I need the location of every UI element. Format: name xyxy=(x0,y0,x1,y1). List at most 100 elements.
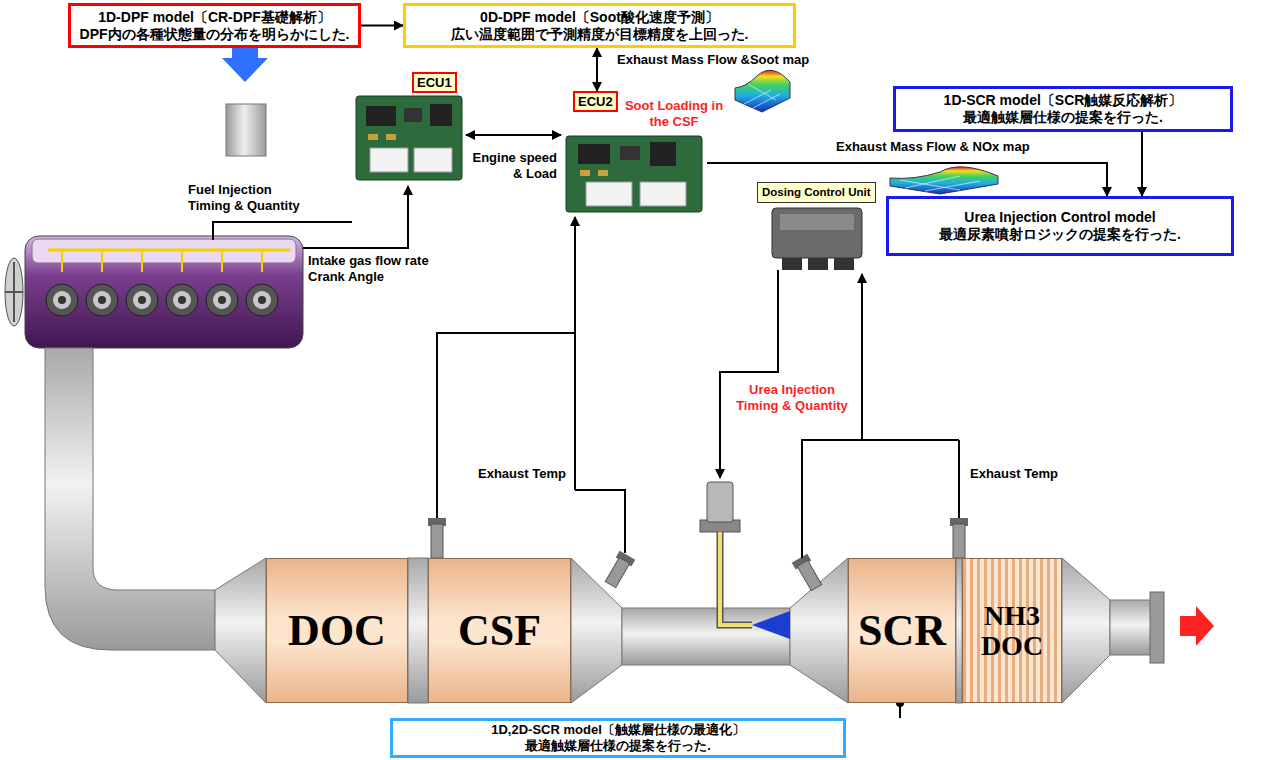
signal-wire-part xyxy=(213,222,352,240)
node-title: 1D-DPF model〔CR-DPF基礎解析〕 xyxy=(98,9,331,26)
node-title: NH3 DOC xyxy=(966,601,1058,661)
node-text: 広い温度範囲で予測精度が目標精度を上回った. xyxy=(451,26,749,43)
map-label: Exhaust Mass Flow &Soot map xyxy=(617,52,809,68)
engine-part xyxy=(173,291,191,309)
node-text: 最適尿素噴射ロジックの提案を行った. xyxy=(939,226,1181,243)
nox-map-part xyxy=(890,167,998,194)
dosing-unit-housing-part xyxy=(772,208,862,258)
signal-wire-part xyxy=(958,440,960,518)
dosing-unit-housing-part xyxy=(782,258,802,270)
node-text: 最適触媒層仕様の提案を行った. xyxy=(525,738,711,754)
connector-arrow xyxy=(466,134,561,136)
node-text: 最適触媒層仕様の提案を行った. xyxy=(963,109,1163,126)
node-title: CSF xyxy=(458,607,541,655)
ecu-board-part xyxy=(370,148,408,172)
ecu-board-part xyxy=(580,170,590,176)
engine-fan xyxy=(5,258,23,326)
exhaust-pipe-part xyxy=(622,608,790,665)
ecu-board-part xyxy=(404,108,422,122)
ecu-unit: ECU1 xyxy=(352,72,466,184)
intake-pipe xyxy=(226,104,266,156)
model-box: 1D,2D-SCR model〔触媒層仕様の最適化〕最適触媒層仕様の提案を行った… xyxy=(390,718,846,758)
intake-pipe-part xyxy=(226,104,266,156)
signal-label: Engine speed & Load xyxy=(469,150,557,182)
ecu-board-part xyxy=(650,142,676,166)
exhaust-pipe-part xyxy=(1062,558,1110,703)
node-title: Urea Injection Control model xyxy=(964,209,1155,226)
engine-part xyxy=(93,291,111,309)
exhaust-pipe-part xyxy=(215,558,266,703)
node-title: ECU2 xyxy=(573,91,618,112)
node-title: ECU1 xyxy=(412,72,457,93)
engine-part xyxy=(53,291,71,309)
engine xyxy=(25,236,303,348)
exhaust-pipe-part xyxy=(790,558,848,703)
catalyst-brick: SCR xyxy=(848,558,956,703)
engine-part xyxy=(62,250,262,272)
exhaust-pipe-part xyxy=(1110,600,1152,655)
signal-wire-part xyxy=(303,186,408,248)
catalyst-brick: NH3 DOC xyxy=(962,558,1062,703)
engine-part xyxy=(48,249,290,252)
engine-fan-part xyxy=(5,262,23,322)
signal-wire-part xyxy=(720,270,778,478)
engine-part xyxy=(25,236,303,348)
nox-map-part xyxy=(900,176,980,191)
engine-part xyxy=(138,296,146,304)
soot-map xyxy=(735,70,790,112)
ecu-board-part xyxy=(598,170,608,176)
engine-part xyxy=(58,296,66,304)
signal-wire-part xyxy=(861,274,863,440)
catalyst-brick: CSF xyxy=(428,558,571,703)
engine-part xyxy=(86,284,118,316)
dosing-unit-housing-part xyxy=(808,258,828,270)
soot-map-part xyxy=(744,84,780,108)
engine-part xyxy=(213,291,231,309)
engine-part xyxy=(178,296,186,304)
dosing-unit: Dosing Control Unit xyxy=(757,182,870,274)
ecu-board-part xyxy=(640,182,686,206)
exhaust-outlet-arrow-part xyxy=(1180,606,1214,646)
signal-label: Fuel Injection Timing & Quantity xyxy=(188,182,314,214)
connector-arrow xyxy=(361,25,403,27)
ecu-board-part xyxy=(356,96,462,180)
connector-arrow xyxy=(1141,132,1143,196)
ecu-board-part xyxy=(414,148,452,172)
engine-part xyxy=(133,291,151,309)
engine-part xyxy=(126,284,158,316)
dosing-unit-housing-part xyxy=(834,258,854,270)
engine-part xyxy=(206,284,238,316)
dosing-unit-housing-part xyxy=(780,214,854,230)
signal-wire xyxy=(213,186,959,558)
engine-part xyxy=(258,296,266,304)
signal-wire-part xyxy=(575,490,625,553)
engine-part xyxy=(32,239,296,263)
node-title: SCR xyxy=(858,607,946,655)
model-box: 0D-DPF model〔Soot酸化速度予測〕広い温度範囲で予測精度が目標精度… xyxy=(403,3,796,48)
engine-part xyxy=(253,291,271,309)
soot-map-part xyxy=(735,70,790,112)
signal-wire-part xyxy=(574,217,576,490)
exhaust-pipe-part xyxy=(45,348,215,650)
connector-arrow xyxy=(596,48,598,91)
exhaust-pipe-part xyxy=(1150,592,1164,663)
ecu-board-part xyxy=(368,134,378,140)
temperature-sensor xyxy=(603,551,636,589)
ecu-board xyxy=(356,96,462,180)
temperature-sensor xyxy=(792,554,825,592)
signal-label: Urea Injection Timing & Quantity xyxy=(728,382,856,414)
catalyst-brick: DOC xyxy=(266,558,408,703)
ecu-board-part xyxy=(386,134,396,140)
ecu-board-part xyxy=(566,136,702,212)
sensor-label: Exhaust Temp xyxy=(478,466,566,482)
urea-injector-part xyxy=(752,611,790,639)
engine-part xyxy=(98,296,106,304)
node-title: 1D-SCR model〔SCR触媒反応解析〕 xyxy=(944,92,1183,109)
sensor-label: Exhaust Temp xyxy=(970,466,1058,482)
node-text: DPF内の各種状態量の分布を明らかにした. xyxy=(80,26,350,43)
signal-wire-part xyxy=(802,440,959,558)
model-box: 1D-SCR model〔SCR触媒反応解析〕最適触媒層仕様の提案を行った. xyxy=(893,86,1233,132)
model-box: Urea Injection Control model最適尿素噴射ロジックの提… xyxy=(886,196,1234,256)
